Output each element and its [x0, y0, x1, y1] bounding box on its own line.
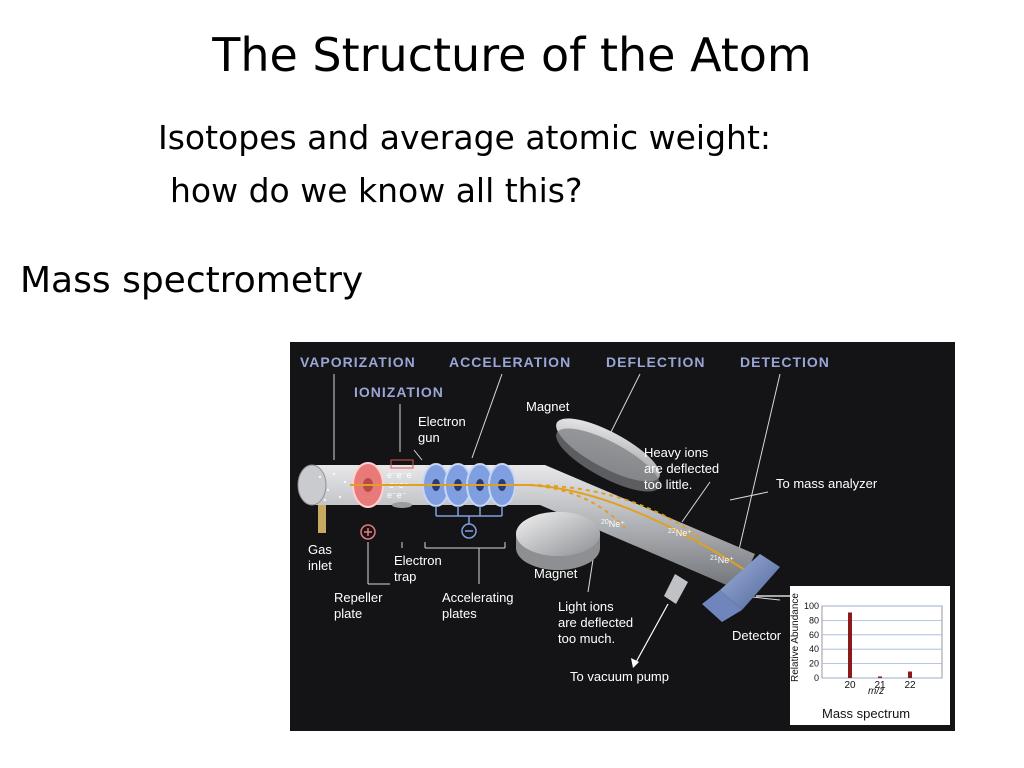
mass-spectrometer-diagram: VAPORIZATION ACCELERATION DEFLECTION DET…	[290, 342, 955, 731]
label-electron-trap-2: trap	[394, 569, 416, 584]
label-detector: Detector	[732, 628, 782, 643]
stage-acceleration: ACCELERATION	[449, 354, 571, 370]
label-magnet-top: Magnet	[526, 399, 570, 414]
chart-ytick-label: 100	[804, 601, 819, 611]
mass-spectrum-panel: 0 20 40 60 80 100 20 21 22 Mass spectrum m/z Rel…	[790, 586, 950, 725]
stage-deflection: DEFLECTION	[606, 354, 705, 370]
electron-trap	[392, 502, 412, 508]
gas-inlet-pipe	[318, 505, 326, 533]
label-light-ions-1: Light ions	[558, 599, 614, 614]
label-repeller-2: plate	[334, 606, 362, 621]
slide-title: The Structure of the Atom	[212, 28, 812, 82]
mass-spectrum-chart: 0 20 40 60 80 100 20 21 22	[804, 601, 943, 691]
chart-ytick-label: 60	[809, 630, 819, 640]
label-gas-inlet-1: Gas	[308, 542, 332, 557]
chart-bar	[908, 671, 912, 678]
chart-title: Mass spectrum	[822, 706, 910, 721]
label-light-ions-3: too much.	[558, 631, 615, 646]
chart-ytick-label: 0	[814, 673, 819, 683]
label-heavy-ions-3: too little.	[644, 477, 692, 492]
vacuum-outlet	[664, 574, 688, 604]
vacuum-tube	[312, 465, 755, 590]
svg-text:e⁻e⁻: e⁻e⁻	[387, 490, 407, 500]
label-electron-trap-1: Electron	[394, 553, 442, 568]
label-vacuum-pump: To vacuum pump	[570, 669, 669, 684]
label-magnet-bottom: Magnet	[534, 566, 578, 581]
subtitle-line-2: how do we know all this?	[170, 171, 583, 210]
section-heading: Mass spectrometry	[20, 260, 364, 301]
chart-xtick-label: 20	[844, 680, 856, 691]
chart-xtick-label: 22	[904, 680, 916, 691]
ion-label-22: 22Ne⁺	[668, 528, 692, 538]
ion-label-20: 20Ne⁺	[601, 519, 625, 529]
label-electron-gun-2: gun	[418, 430, 440, 445]
chart-bar	[848, 612, 852, 678]
chart-ylabel: Relative Abundance	[790, 593, 801, 682]
stage-detection: DETECTION	[740, 354, 830, 370]
ion-beams	[350, 484, 746, 571]
chart-xlabel: m/z	[868, 686, 884, 697]
detector	[720, 554, 780, 610]
svg-text:e⁻e⁻e: e⁻e⁻e	[387, 470, 412, 480]
label-heavy-ions-2: are deflected	[644, 461, 719, 476]
label-accelerating-1: Accelerating	[442, 590, 514, 605]
chart-ytick-label: 20	[809, 659, 819, 669]
label-heavy-ions-1: Heavy ions	[644, 445, 709, 460]
label-accelerating-2: plates	[442, 606, 477, 621]
negative-terminal-icon	[461, 523, 477, 539]
label-electron-gun-1: Electron	[418, 414, 466, 429]
label-light-ions-2: are deflected	[558, 615, 633, 630]
chart-ytick-label: 80	[809, 615, 819, 625]
label-repeller-1: Repeller	[334, 590, 383, 605]
label-gas-inlet-2: inlet	[308, 558, 332, 573]
chart-bar	[878, 676, 882, 678]
ion-label-21: 21Ne⁺	[710, 555, 734, 565]
stage-ionization: IONIZATION	[354, 384, 444, 400]
chart-xtick-label: 21	[874, 680, 886, 691]
electron-gun	[390, 459, 414, 469]
stage-vaporization: VAPORIZATION	[300, 354, 416, 370]
diagram-svg: VAPORIZATION ACCELERATION DEFLECTION DET…	[297, 354, 950, 725]
subtitle-line-1: Isotopes and average atomic weight:	[158, 118, 772, 157]
chart-ytick-label: 40	[809, 644, 819, 654]
label-to-mass-analyzer: To mass analyzer	[776, 476, 878, 491]
positive-terminal-icon	[360, 524, 376, 540]
